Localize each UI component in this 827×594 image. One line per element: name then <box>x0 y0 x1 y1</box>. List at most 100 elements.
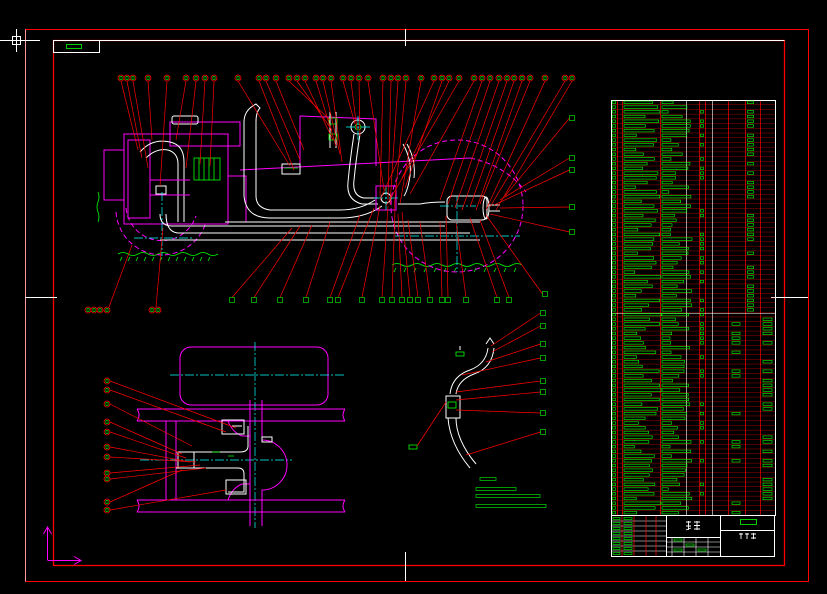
air-intake <box>328 112 415 205</box>
parts-list-part-code <box>623 327 646 331</box>
callout-tag <box>439 297 445 303</box>
callout-balloon <box>192 74 200 82</box>
parts-list-number <box>612 430 616 435</box>
exhaust-stack <box>243 103 383 219</box>
parts-list-remark <box>747 298 754 302</box>
leader-line <box>469 80 515 208</box>
leader-line <box>367 80 385 191</box>
parts-list-number <box>612 454 616 458</box>
callout-number <box>512 76 516 80</box>
callout-number <box>303 76 307 80</box>
ucs-y-axis <box>43 525 52 560</box>
callout-tag <box>415 297 421 303</box>
parts-list-part-code <box>623 124 646 128</box>
drawing-frame <box>25 29 809 582</box>
callout-balloon <box>319 74 327 82</box>
parts-list-material <box>731 336 741 340</box>
parts-list-part-name <box>661 261 678 265</box>
parts-list-part-code <box>623 251 638 255</box>
parts-list-part-code <box>623 100 653 104</box>
parts-list-part-name <box>661 407 684 411</box>
callout-tag <box>229 297 235 303</box>
callout-balloon <box>445 74 453 82</box>
parts-list-number <box>612 270 616 274</box>
parts-list-quantity <box>700 176 704 180</box>
parts-list-remark <box>747 237 754 241</box>
parts-list-remark <box>747 110 754 114</box>
parts-list-number <box>612 435 616 439</box>
callout-balloon <box>327 74 335 82</box>
parts-list-number <box>612 213 616 218</box>
callout-balloon <box>503 74 511 82</box>
callout-number <box>570 76 574 80</box>
parts-list-part-code <box>623 331 638 335</box>
parts-list-material <box>731 331 741 335</box>
parts-list-number <box>612 426 616 430</box>
callout-balloon <box>478 74 486 82</box>
parts-list-part-name <box>661 289 692 293</box>
callout-balloon <box>201 74 209 82</box>
parts-list-quantity <box>700 492 704 496</box>
callout-tag <box>540 310 546 316</box>
parts-list-part-name <box>661 143 679 147</box>
leader-line <box>175 80 187 141</box>
callout-number <box>274 76 278 80</box>
parts-list-part-code <box>623 317 650 321</box>
detail-coupler <box>445 395 461 419</box>
callout-number <box>105 471 109 475</box>
callout-number <box>488 76 492 80</box>
parts-list-part-name <box>661 105 688 109</box>
parts-list-part-name <box>661 213 675 218</box>
callout-number <box>396 76 400 80</box>
parts-list-material <box>731 459 741 463</box>
parts-list-number <box>612 459 616 463</box>
leader-line <box>419 221 431 298</box>
parts-list-part-name <box>661 506 689 510</box>
callout-balloon <box>182 74 190 82</box>
callout-number <box>287 76 291 80</box>
parts-list-part-code <box>623 105 659 109</box>
parts-list-quantity <box>700 355 704 359</box>
callout-balloon <box>103 443 111 451</box>
leader-line <box>389 80 399 206</box>
parts-list-part-name <box>661 459 692 463</box>
signature-grid-rows <box>611 520 666 552</box>
leader-line <box>288 80 331 121</box>
parts-list-quantity <box>700 374 704 378</box>
parts-list-part-name <box>661 449 692 453</box>
parts-list-border <box>611 100 776 516</box>
parts-list-part-code <box>623 228 639 232</box>
callout-number <box>505 76 509 80</box>
leader-line <box>159 80 168 187</box>
callout-balloon <box>272 74 280 82</box>
callout-balloon <box>90 306 98 314</box>
parts-list-part-name <box>661 435 679 439</box>
signature-entry <box>612 552 621 555</box>
parts-list-number <box>612 360 616 364</box>
detail-side-label <box>408 444 418 450</box>
callout-tag <box>540 323 546 329</box>
parts-list-part-name <box>661 341 671 345</box>
leader-line <box>399 80 422 205</box>
parts-list-part-code <box>623 195 661 199</box>
signature-entry <box>612 517 621 520</box>
leader-line <box>485 214 543 295</box>
callout-balloon <box>568 74 576 82</box>
parts-list-part-code <box>623 265 652 269</box>
parts-list-part-code <box>623 119 660 123</box>
parts-list-remark <box>747 232 754 236</box>
parts-list-number <box>612 157 616 161</box>
parts-list-part-code <box>623 459 652 463</box>
leader-line <box>109 380 237 429</box>
parts-list-part-code <box>623 402 643 406</box>
leader-line <box>479 80 531 205</box>
signature-entry <box>623 522 633 525</box>
parts-list-remark <box>747 265 754 269</box>
parts-list-part-name <box>661 421 672 425</box>
parts-list-part-name <box>661 147 673 152</box>
parts-list-number <box>612 204 616 208</box>
parts-list-number <box>612 511 616 515</box>
parts-list-part-name <box>661 374 680 378</box>
parts-list-remark <box>762 487 773 491</box>
